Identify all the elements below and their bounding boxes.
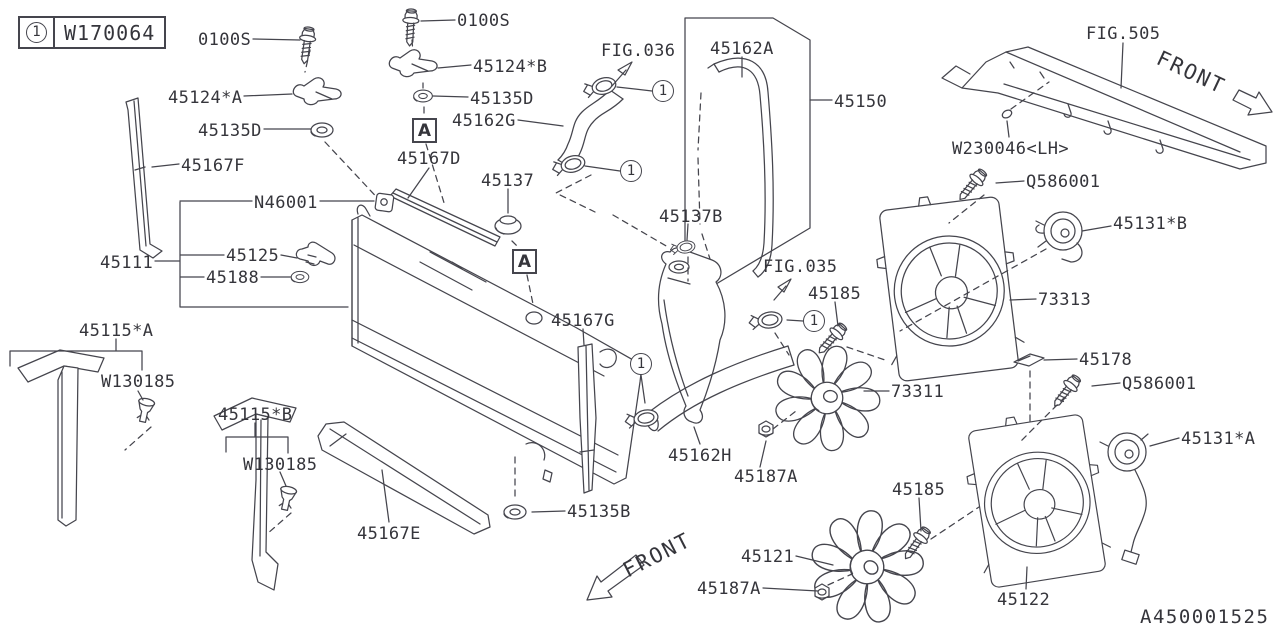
air-guide-45115b bbox=[213, 397, 297, 591]
part-label-45122: 45122 bbox=[997, 590, 1051, 610]
part-label-45188: 45188 bbox=[206, 268, 260, 288]
legend-part-number: W170064 bbox=[64, 20, 156, 45]
part-label-w230046: W230046<LH> bbox=[952, 139, 1069, 159]
leader-lines bbox=[9, 19, 1180, 592]
part-label-73313: 73313 bbox=[1038, 290, 1092, 310]
part-label-45135b: 45135B bbox=[567, 502, 631, 522]
part-label-45187a-2: 45187A bbox=[697, 579, 761, 599]
part-label-45167f: 45167F bbox=[181, 156, 245, 176]
part-label-45167g: 45167G bbox=[551, 311, 615, 331]
fig036-arrow bbox=[617, 61, 633, 76]
part-label-w130185-2: W130185 bbox=[243, 455, 318, 475]
strip-45167e bbox=[317, 421, 491, 535]
fan-motor-45131a bbox=[1099, 432, 1149, 565]
part-label-45185-2: 45185 bbox=[892, 480, 946, 500]
nut-n46001 bbox=[374, 192, 395, 213]
part-label-fig505: FIG.505 bbox=[1086, 24, 1161, 44]
part-label-w130185-1: W130185 bbox=[101, 372, 176, 392]
part-label-45167d: 45167D bbox=[397, 149, 461, 169]
legend-box: 1 W170064 bbox=[18, 16, 167, 49]
part-label-45131a: 45131*A bbox=[1181, 429, 1256, 449]
part-label-45115b: 45115*B bbox=[218, 405, 293, 425]
strip-45167d bbox=[389, 188, 501, 247]
callout-1-symbol: 1 bbox=[26, 22, 47, 43]
callout-1-marker-4: 1 bbox=[803, 310, 825, 332]
part-label-45135d-1: 45135D bbox=[198, 121, 262, 141]
callout-1-marker-1: 1 bbox=[652, 80, 674, 102]
part-label-45137b: 45137B bbox=[659, 207, 723, 227]
radiator-drawing bbox=[351, 204, 643, 485]
callout-1-marker-3: 1 bbox=[630, 353, 652, 375]
strip-45167g bbox=[577, 343, 597, 494]
part-label-fig035: FIG.035 bbox=[763, 257, 838, 277]
front-label-bottom: FRONT bbox=[619, 527, 696, 583]
part-label-q586001-2: Q586001 bbox=[1122, 374, 1197, 394]
part-label-45162h: 45162H bbox=[668, 446, 732, 466]
detail-marker-a-1: A bbox=[412, 118, 437, 143]
reservoir-tank-drawing bbox=[657, 17, 811, 424]
part-label-45185-1: 45185 bbox=[808, 284, 862, 304]
part-label-45137: 45137 bbox=[481, 171, 535, 191]
front-label-top: FRONT bbox=[1152, 46, 1230, 99]
radiator-cap-45137 bbox=[494, 215, 522, 235]
strip-45167f bbox=[125, 97, 163, 259]
callout-1-marker-2: 1 bbox=[620, 160, 642, 182]
part-label-45167e: 45167E bbox=[357, 524, 421, 544]
part-label-45121: 45121 bbox=[741, 547, 795, 567]
part-label-45150: 45150 bbox=[834, 92, 888, 112]
legend-callout-cell: 1 bbox=[20, 18, 55, 47]
part-label-0100s-1: 0100S bbox=[198, 30, 252, 50]
sensor-45125 bbox=[295, 241, 336, 267]
bracket-45124b bbox=[388, 49, 438, 78]
clip-45178 bbox=[1013, 353, 1045, 367]
drawing-number: A450001525 bbox=[1140, 606, 1270, 628]
part-label-45162a: 45162A bbox=[710, 39, 774, 59]
part-label-0100s-2: 0100S bbox=[457, 11, 511, 31]
detail-marker-a-2: A bbox=[512, 249, 537, 274]
part-label-45162g: 45162G bbox=[452, 111, 516, 131]
part-label-45135d-2: 45135D bbox=[470, 89, 534, 109]
part-label-45125: 45125 bbox=[226, 246, 280, 266]
bracket-45124a bbox=[292, 77, 342, 106]
front-arrow-top bbox=[1232, 89, 1273, 116]
part-label-fig036: FIG.036 bbox=[601, 41, 676, 61]
part-label-n46001: N46001 bbox=[254, 193, 318, 213]
part-label-45131b: 45131*B bbox=[1113, 214, 1188, 234]
part-label-73311: 73311 bbox=[891, 382, 945, 402]
support-beam-fig505 bbox=[941, 46, 1267, 170]
air-guide-45115a bbox=[17, 349, 105, 527]
part-label-45124b: 45124*B bbox=[473, 57, 548, 77]
plug-w230046 bbox=[1001, 109, 1013, 119]
front-arrow-bottom bbox=[586, 554, 645, 601]
part-label-45178: 45178 bbox=[1079, 350, 1133, 370]
part-label-45111: 45111 bbox=[100, 253, 154, 273]
part-label-45124a: 45124*A bbox=[168, 88, 243, 108]
part-label-45187a-1: 45187A bbox=[734, 467, 798, 487]
part-label-q586001-1: Q586001 bbox=[1026, 172, 1101, 192]
part-label-45115a: 45115*A bbox=[79, 321, 154, 341]
fig035-arrow bbox=[777, 278, 792, 293]
